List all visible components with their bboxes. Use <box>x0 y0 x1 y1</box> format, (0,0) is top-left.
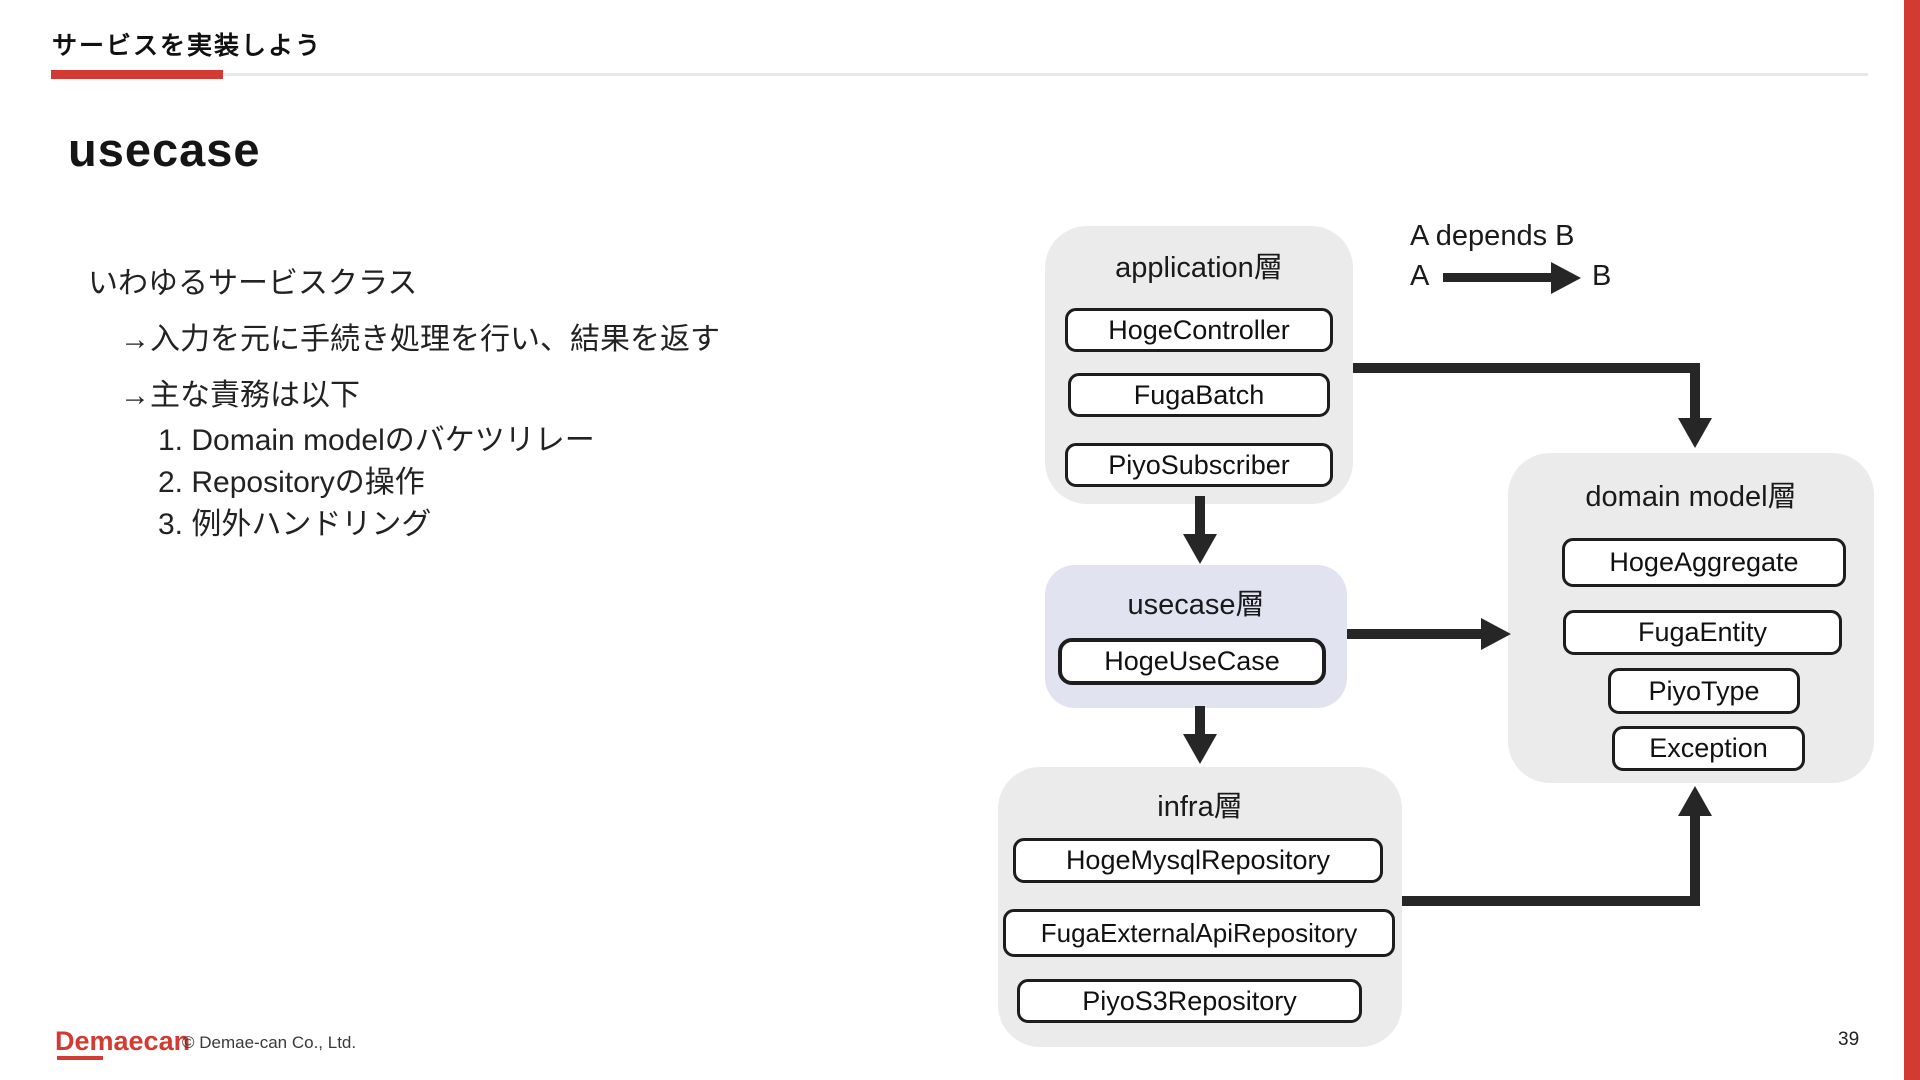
arrowhead-up-icon <box>1678 786 1712 816</box>
layer-application: application層 HogeController FugaBatch Pi… <box>1045 226 1353 504</box>
header-accent-bar <box>51 70 223 79</box>
header-divider <box>51 73 1868 76</box>
class-box: HogeUseCase <box>1058 638 1326 685</box>
class-box: HogeController <box>1065 308 1333 352</box>
class-box: PiyoType <box>1608 668 1800 714</box>
layer-label: domain model層 <box>1585 481 1797 513</box>
arrowhead-down-icon <box>1183 534 1217 564</box>
arrowhead-down-icon <box>1678 418 1712 448</box>
legend-caption: A depends B <box>1410 220 1575 252</box>
copyright-text: © Demae-can Co., Ltd. <box>182 1033 357 1052</box>
body-text-line: →主な責務は以下 <box>120 379 360 412</box>
logo-underline <box>57 1056 103 1060</box>
class-box: HogeAggregate <box>1562 538 1846 587</box>
body-text-line: →入力を元に手続き処理を行い、結果を返す <box>120 323 720 356</box>
page-number: 39 <box>1838 1029 1860 1050</box>
arrow-application-to-usecase <box>1195 496 1205 536</box>
layer-label: application層 <box>1115 252 1283 284</box>
section-header: サービスを実装しよう <box>52 32 323 60</box>
company-logo: Demaecan <box>55 1026 191 1056</box>
class-box: PiyoS3Repository <box>1017 979 1362 1023</box>
layer-usecase: usecase層 HogeUseCase <box>1045 565 1347 708</box>
legend-a-label: A <box>1410 260 1430 292</box>
layer-domain-model: domain model層 HogeAggregate FugaEntity P… <box>1508 453 1874 783</box>
ordered-list-item: 1. Domain modelのバケツリレー <box>158 424 595 457</box>
class-box: FugaEntity <box>1563 610 1842 655</box>
arrow-usecase-to-infra <box>1195 706 1205 736</box>
body-text-line: いわゆるサービスクラス <box>88 267 418 300</box>
ordered-list: 1. Domain modelのバケツリレー 2. Repositoryの操作 … <box>158 420 595 546</box>
page-title: usecase <box>68 123 261 176</box>
layer-label: usecase層 <box>1127 589 1265 621</box>
ordered-list-item: 2. Repositoryの操作 <box>158 466 425 499</box>
legend-arrow-line <box>1443 273 1553 282</box>
arrowhead-right-icon <box>1481 618 1511 650</box>
legend-arrowhead-right-icon <box>1551 262 1581 294</box>
arrow-application-to-domain <box>1690 363 1700 420</box>
right-edge-accent-bar <box>1904 0 1920 1080</box>
layer-infra: infra層 HogeMysqlRepository FugaExternalA… <box>998 767 1402 1047</box>
class-box: HogeMysqlRepository <box>1013 838 1383 883</box>
class-box: FugaBatch <box>1068 373 1330 417</box>
ordered-list-item: 3. 例外ハンドリング <box>158 508 432 541</box>
arrow-application-to-domain <box>1353 363 1700 373</box>
class-box: Exception <box>1612 726 1805 771</box>
class-box: FugaExternalApiRepository <box>1003 909 1395 957</box>
legend-b-label: B <box>1592 260 1612 292</box>
class-box: PiyoSubscriber <box>1065 443 1333 487</box>
layer-label: infra層 <box>1157 791 1243 823</box>
arrowhead-down-icon <box>1183 734 1217 764</box>
arrow-usecase-to-domain <box>1347 629 1483 639</box>
arrow-infra-to-domain <box>1690 814 1700 906</box>
arrow-infra-to-domain <box>1402 896 1700 906</box>
